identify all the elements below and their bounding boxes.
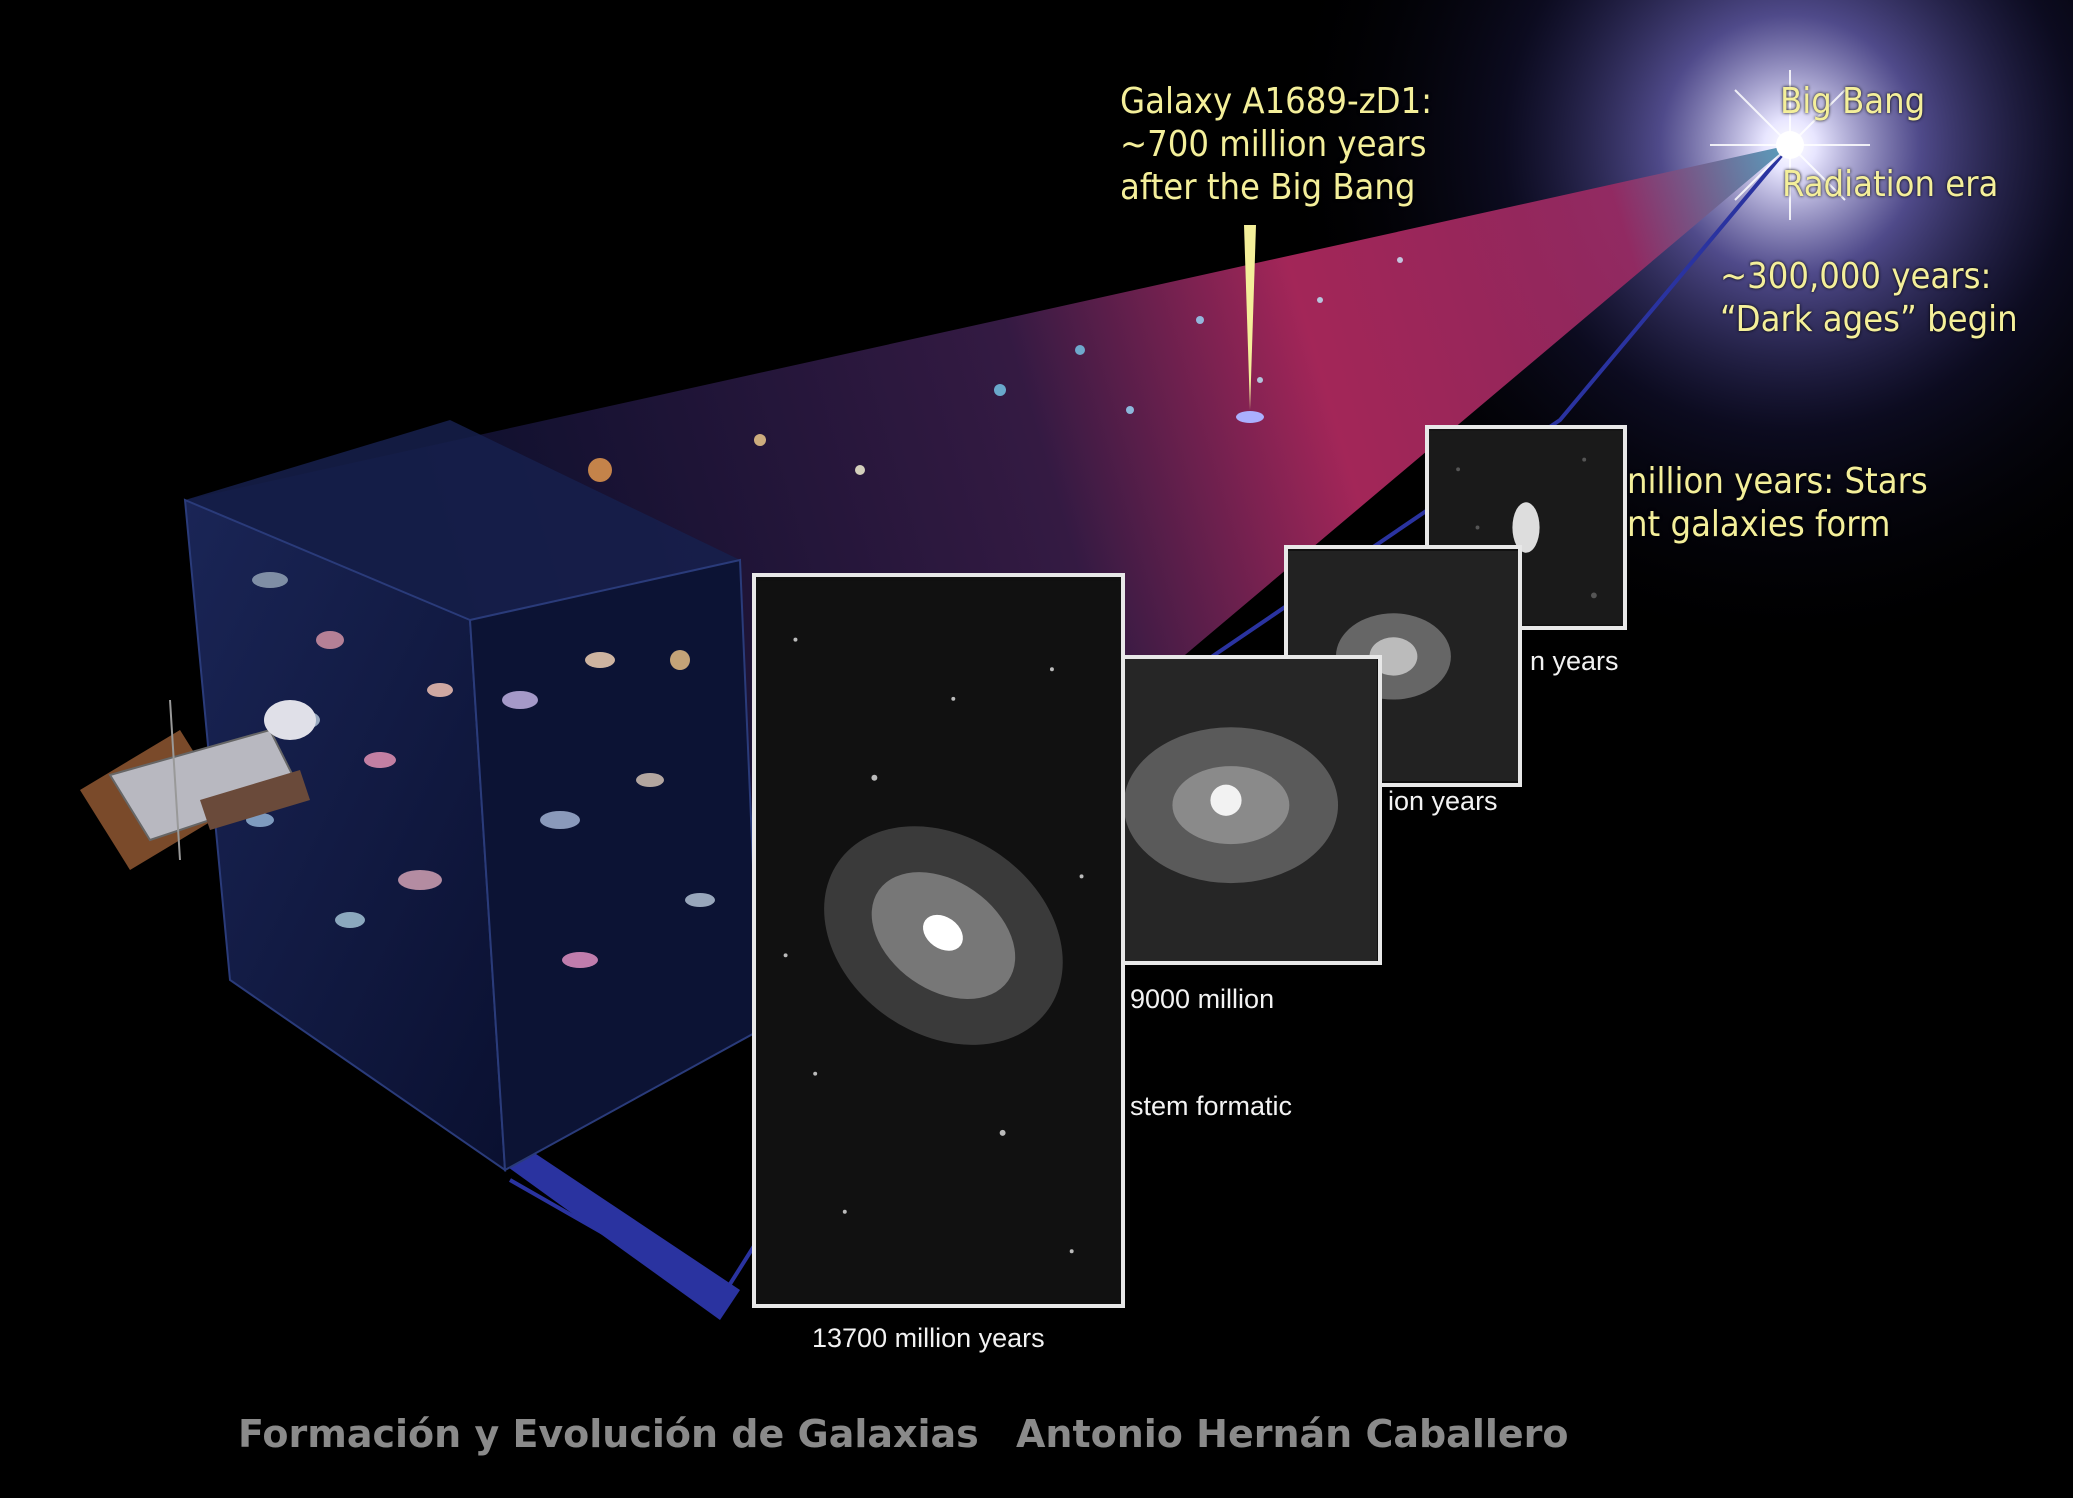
galaxy-age-label: ~700 million years [1120, 124, 1427, 166]
author-name: Antonio Hernán Caballero [1016, 1412, 1569, 1456]
stars-form-label-2: nt galaxies form [1627, 504, 1891, 546]
panel-modern-spiral [752, 573, 1125, 1308]
panel1-caption: 13700 million years [812, 1323, 1045, 1353]
dark-ages-years-label: ~300,000 years: [1720, 256, 1992, 297]
course-title: Formación y Evolución de Galaxias [238, 1412, 979, 1456]
radiation-era-label: Radiation era [1782, 164, 1999, 205]
galaxy-name-label: Galaxy A1689-zD1: [1120, 81, 1433, 122]
dark-ages-begin-label: “Dark ages” begin [1720, 299, 2018, 341]
panel4-caption: n years [1530, 646, 1619, 676]
panel2-caption: 9000 million [1130, 984, 1275, 1014]
panel3-caption: ion years [1388, 786, 1498, 816]
stars-form-label-1: nillion years: Stars [1627, 461, 1928, 502]
telescope-icon [80, 699, 316, 870]
big-bang-label: Big Bang [1780, 81, 1926, 122]
galaxy-after-label: after the Big Bang [1120, 167, 1416, 209]
panel2-caption-b: stem formatic [1130, 1091, 1293, 1121]
